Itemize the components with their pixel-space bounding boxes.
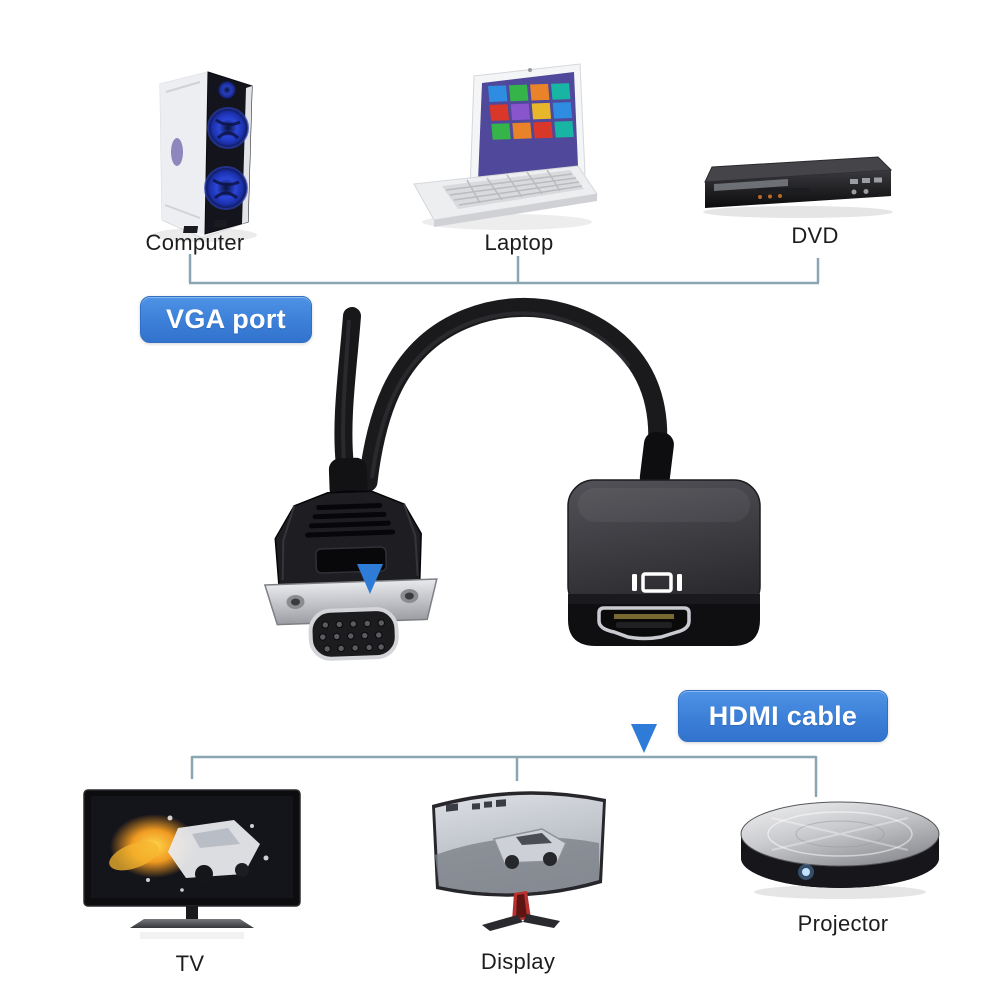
- laptop-image: [413, 63, 598, 230]
- hdmi-cable-badge: HDMI cable: [678, 690, 888, 742]
- display-icon: [632, 572, 682, 593]
- vga-pins: [319, 619, 385, 653]
- cable-loop: [358, 297, 668, 492]
- computer-image: [153, 71, 257, 242]
- hdmi-cable-arrow: [631, 648, 657, 753]
- source-bracket-lines: [188, 254, 820, 285]
- vga-port-badge-label: VGA port: [166, 304, 286, 334]
- projector-label: Projector: [797, 911, 889, 936]
- tv-image: [83, 789, 301, 939]
- projector-image: [740, 801, 940, 899]
- display-label: Display: [480, 949, 556, 974]
- vga-port-arrow: [357, 283, 383, 594]
- vga-connector: [263, 457, 438, 661]
- vga-port-badge: VGA port: [140, 296, 312, 343]
- hdmi-cable-badge-label: HDMI cable: [708, 700, 858, 731]
- laptop-label: Laptop: [484, 230, 554, 255]
- computer-label: Computer: [145, 230, 245, 255]
- tv-label: TV: [175, 951, 205, 976]
- display-image: [432, 791, 606, 931]
- vga-hdmi-adapter-product: [263, 297, 761, 661]
- dvd-player-image: [703, 156, 893, 218]
- hdmi-adapter: [567, 431, 761, 646]
- output-bracket-lines: [190, 755, 818, 797]
- dvd-label: DVD: [791, 223, 839, 248]
